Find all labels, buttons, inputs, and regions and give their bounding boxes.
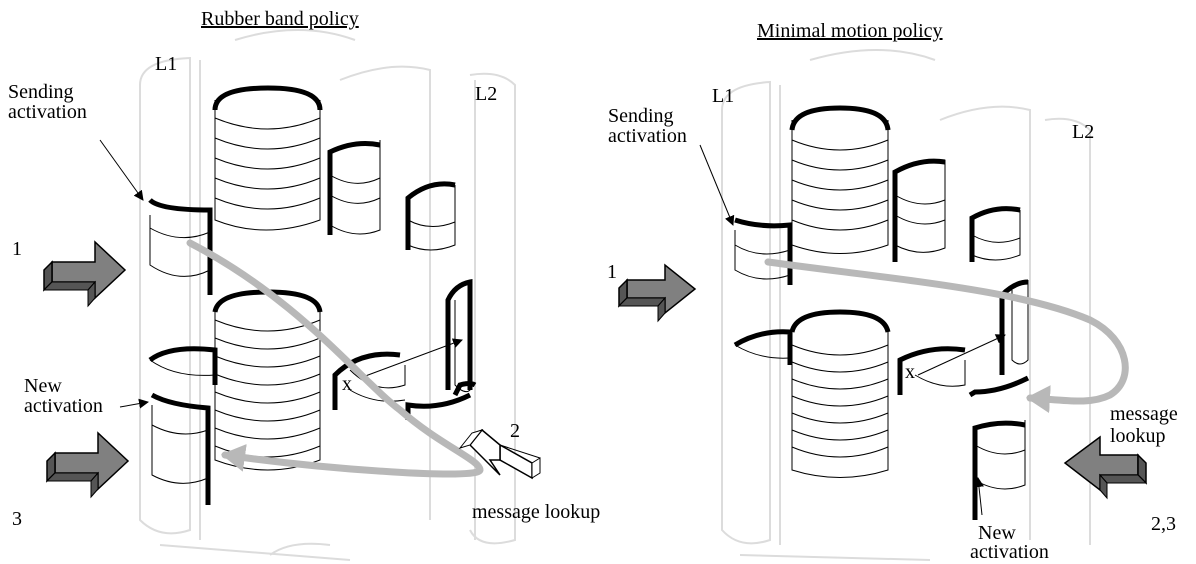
new-activation-label-right-line2: activation — [970, 541, 1049, 563]
step-23-number-right: 2,3 — [1151, 513, 1176, 535]
step-3-arrow — [45, 431, 130, 499]
l2-label-right: L2 — [1072, 121, 1094, 143]
l2-frame-right — [405, 278, 477, 420]
lookup-path — [186, 239, 484, 478]
minimal-motion-title: Minimal motion policy — [757, 20, 943, 42]
step-1-number-right: 1 — [607, 261, 617, 283]
new-activation-pointer — [119, 398, 149, 409]
sending-activation-label-line1: Sending — [8, 81, 74, 103]
l2-frame-upper-2 — [405, 181, 456, 251]
l1-frame-middle-right — [733, 329, 793, 365]
background-cylinders-right — [721, 49, 1091, 561]
l1-frame-middle — [148, 346, 218, 385]
activation-stack-bottom-right — [789, 309, 891, 478]
step-1-arrow-right — [617, 263, 697, 323]
sending-activation-label-right-line2: activation — [608, 125, 687, 147]
l2-frame-upper-2-right — [969, 206, 1021, 262]
rubber-band-panel: Rubber band policy — [8, 8, 600, 561]
sending-activation-label-line2: activation — [8, 101, 87, 123]
step-2-outline-arrow — [458, 428, 541, 480]
sending-pointer — [99, 139, 144, 201]
new-activation-label-right-line1: New — [978, 522, 1016, 544]
sending-activation-frame — [148, 198, 213, 295]
x-pointer — [359, 338, 463, 379]
l2-frame-upper-1 — [327, 140, 381, 235]
lookup-path-right — [764, 258, 1129, 414]
new-activation-frame — [150, 392, 211, 505]
message-lookup-label: message lookup — [472, 501, 600, 523]
sending-pointer-right — [699, 144, 735, 226]
activation-stack-bottom — [212, 289, 323, 471]
activation-stack-top — [212, 85, 323, 231]
new-activation-pointer-right — [973, 477, 984, 516]
x-marker-right: x — [905, 361, 915, 383]
l1-label: L1 — [155, 53, 177, 75]
l2-frame-lookup-right — [897, 346, 966, 395]
sending-activation-label-right-line1: Sending — [608, 105, 674, 127]
x-marker: x — [342, 373, 352, 395]
message-lookup-label-right-line2: lookup — [1110, 425, 1166, 447]
background-cylinders — [139, 29, 516, 561]
step-2-number: 2 — [510, 420, 520, 442]
step-1-number: 1 — [12, 238, 22, 260]
rubber-band-title: Rubber band policy — [201, 8, 359, 30]
step-3-number: 3 — [12, 508, 22, 530]
activation-stack-top-right — [789, 105, 891, 254]
new-activation-label-line1: New — [24, 375, 62, 397]
step-23-arrow-right — [1063, 435, 1148, 500]
new-activation-frame-right — [972, 420, 1026, 520]
l2-frame-lookup — [332, 351, 406, 410]
l2-label: L2 — [475, 83, 497, 105]
step-1-arrow — [42, 240, 127, 308]
message-lookup-label-right-line1: message — [1110, 403, 1178, 425]
l2-frame-upper-1-right — [892, 158, 946, 262]
minimal-motion-panel: Minimal motion policy — [607, 20, 1178, 563]
l1-label-right: L1 — [712, 85, 734, 107]
sending-activation-frame-right — [734, 217, 793, 285]
new-activation-label-line2: activation — [24, 395, 103, 417]
x-pointer-right — [917, 334, 1006, 376]
